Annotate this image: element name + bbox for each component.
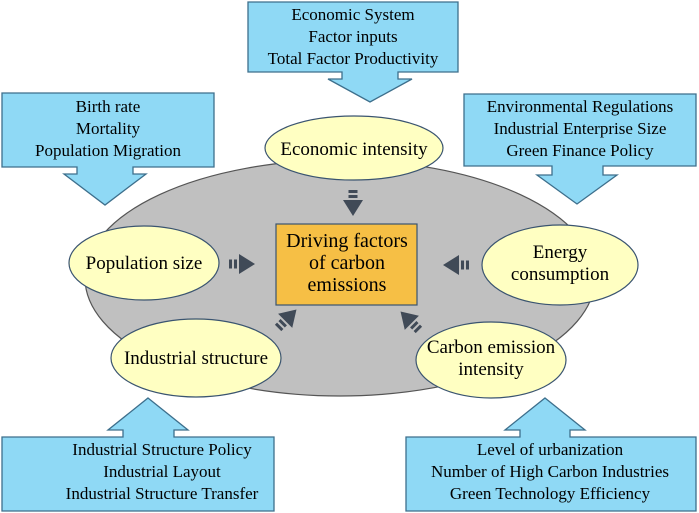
arrow-right-to-center [229, 254, 255, 274]
population-size-label-line-1: Population size [86, 253, 203, 274]
callout-economic [247, 1, 459, 103]
carbon-emission-intensity-label-line-1: Carbon emission [427, 337, 556, 358]
center-label-line-1: Driving factors [286, 230, 408, 252]
callout-economic-text-line-2: Factor inputs [308, 27, 397, 46]
carbon-emission-intensity-label-line-2: intensity [458, 359, 524, 380]
center-label-line-2: of carbon [309, 252, 385, 274]
callout-industrial-text-line-2: Industrial Layout [103, 462, 221, 481]
center-label-line-3: emissions [308, 274, 387, 296]
callout-energy-text-line-1: Environmental Regulations [487, 97, 674, 116]
callout-carbon-intensity-text-line-2: Number of High Carbon Industries [431, 462, 669, 481]
arrow-upright-to-center [274, 309, 297, 332]
industrial-structure-label-line-1: Industrial structure [124, 348, 268, 369]
callout-economic-text-line-1: Economic System [291, 5, 414, 24]
energy-consumption-label-line-1: Energy [533, 242, 588, 263]
callout-economic-text-line-3: Total Factor Productivity [268, 49, 439, 68]
arrow-upleft-to-center [400, 311, 423, 334]
industrial-structure-node [110, 318, 282, 398]
callout-population-text-line-1: Birth rate [76, 97, 141, 116]
callout-carbon-intensity-text-line-1: Level of urbanization [477, 440, 624, 459]
callout-population-text-line-3: Population Migration [35, 141, 181, 160]
callout-carbon-intensity-text-line-3: Green Technology Efficiency [450, 484, 651, 503]
arrow-down-to-center [343, 190, 363, 216]
carbon-emission-intensity-node [415, 321, 567, 399]
callout-carbon-intensity [405, 397, 697, 512]
energy-consumption-node [481, 224, 639, 306]
callout-population-text-line-2: Mortality [76, 119, 141, 138]
callout-energy-text-line-3: Green Finance Policy [506, 141, 654, 160]
callout-population [1, 92, 215, 206]
industrial-structure-label: Industrial structure [124, 348, 268, 369]
callout-industrial [1, 397, 275, 512]
population-size-label: Population size [86, 253, 203, 274]
callout-industrial-text-line-3: Industrial Structure Transfer [66, 484, 259, 503]
economic-intensity-label-line-1: Economic intensity [280, 139, 428, 160]
economic-intensity-node [264, 115, 444, 181]
callout-energy [463, 93, 697, 205]
center-box [275, 223, 418, 306]
population-size-node [68, 225, 220, 301]
economic-intensity-label: Economic intensity [280, 139, 428, 160]
arrow-left-to-center [443, 255, 469, 275]
callout-energy-text-line-2: Industrial Enterprise Size [494, 119, 667, 138]
callout-industrial-text-line-1: Industrial Structure Policy [72, 440, 252, 459]
energy-consumption-label-line-2: consumption [511, 264, 610, 285]
